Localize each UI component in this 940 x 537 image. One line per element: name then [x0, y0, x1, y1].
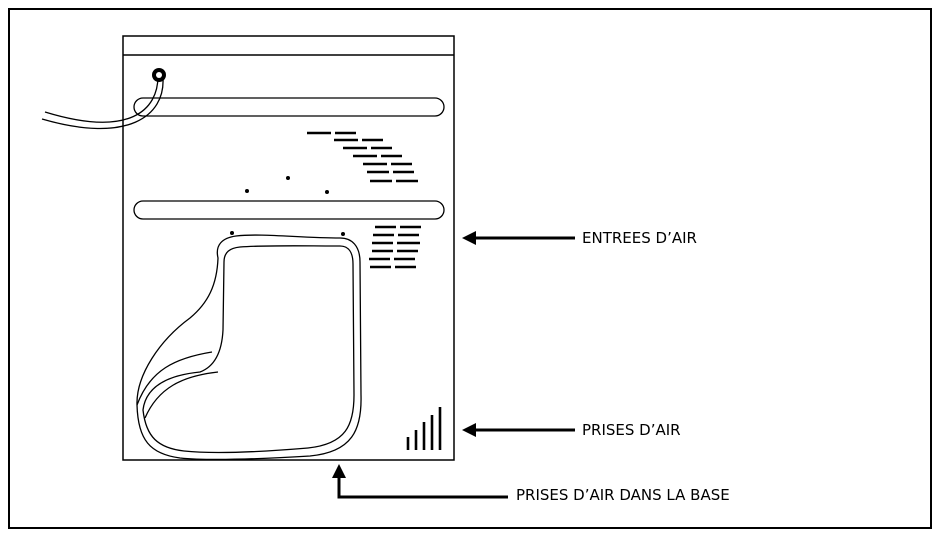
air-intake-bars: [406, 407, 442, 450]
arrow-air-intakes: [462, 423, 575, 437]
arrow-air-inlets: [462, 231, 575, 245]
upper-vent-dashes: [307, 131, 418, 183]
door-outline: [136, 234, 362, 461]
air-intakes-label: PRISES D’AIR: [582, 421, 681, 439]
upper-slot: [133, 97, 445, 117]
power-cord: [41, 68, 166, 130]
lower-slot: [133, 200, 445, 220]
arrow-base-air-intakes: [332, 464, 508, 499]
air-inlets-label: ENTREES D’AIR: [582, 229, 697, 247]
appliance-body: [122, 35, 455, 461]
lower-vent-dashes: [369, 225, 421, 269]
screw-dots: [230, 176, 345, 236]
base-air-intakes-label: PRISES D’AIR DANS LA BASE: [516, 486, 730, 504]
